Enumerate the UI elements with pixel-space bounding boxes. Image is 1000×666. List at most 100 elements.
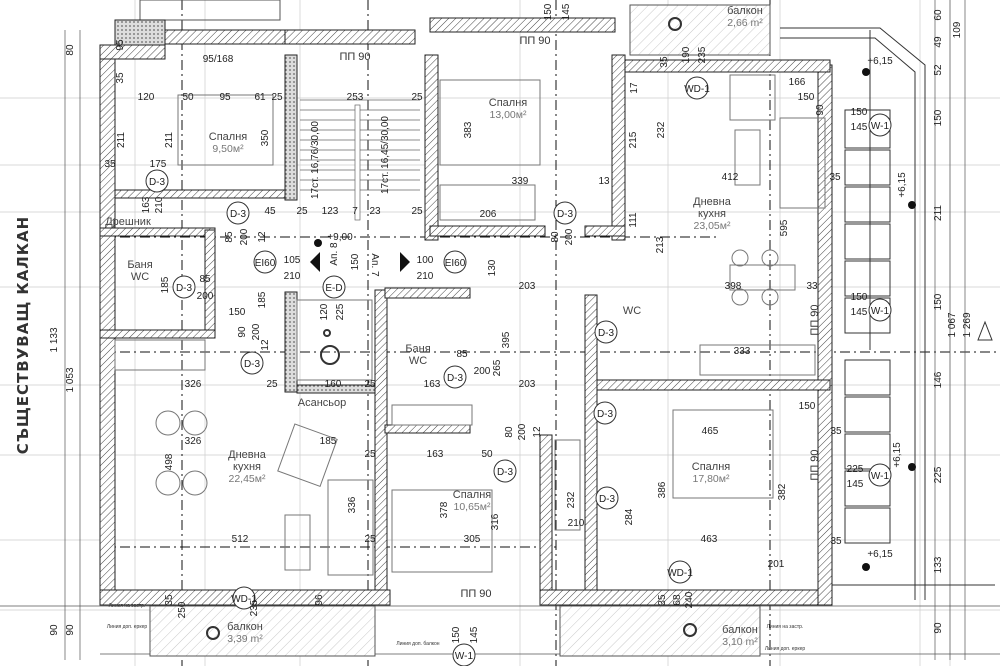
dimension-label: 35	[164, 594, 175, 606]
dimension-label: 17ст. 16,76/30,00	[310, 121, 321, 199]
dimension-label: 145	[561, 3, 572, 20]
annotation: Линия доп. балкон	[396, 641, 439, 647]
dimension-label: 13	[598, 176, 610, 187]
dimension-label: 163	[141, 196, 152, 213]
dimension-label: 200	[564, 228, 575, 245]
tag-circle	[595, 486, 619, 510]
annotation: ПП 90	[809, 449, 821, 480]
dimension-label: 120	[319, 303, 330, 320]
dimension-label: 210	[154, 196, 165, 213]
dimension-label: 395	[501, 331, 512, 348]
dimension-label: 150	[933, 293, 944, 310]
tag-circle	[253, 250, 277, 274]
dimension-label: 45	[264, 206, 276, 217]
tag-circle	[232, 586, 256, 610]
dimension-label: 150	[543, 3, 554, 20]
dimension-label: 85	[224, 231, 235, 243]
dimension-label: 25	[296, 206, 308, 217]
dimension-label: 150	[350, 253, 361, 270]
dimension-label: 339	[512, 176, 529, 187]
door-tag: D-3	[172, 275, 196, 299]
dimension-label: 512	[232, 534, 249, 545]
dimension-label: 200	[197, 291, 214, 302]
dimension-label: 33	[806, 281, 818, 292]
dimension-label: 333	[734, 346, 751, 357]
balconies	[139, 0, 771, 657]
dimension-label: 232	[566, 491, 577, 508]
dimension-label: 225	[847, 464, 864, 475]
room-area: 9,50м²	[212, 143, 244, 155]
dimension-label: 150	[851, 107, 868, 118]
door-tag: E-D	[322, 275, 346, 299]
door-tag-label: EI60	[445, 258, 466, 269]
dimension-label: 316	[490, 513, 501, 530]
tag-circle	[685, 76, 709, 100]
tag-circle	[668, 560, 692, 584]
annotation: Ап. 8	[329, 242, 340, 266]
dimension-label: 100	[417, 255, 434, 266]
annotation: Линия доп. еркер	[765, 646, 805, 652]
tag-circle	[443, 250, 467, 274]
room-name: WC	[409, 355, 427, 367]
annotation: ПП 90	[809, 304, 821, 335]
dimension-label: 146	[933, 371, 944, 388]
dimension-label: 23	[369, 206, 381, 217]
tag-circle	[868, 113, 892, 137]
dimension-label: 185	[257, 291, 268, 308]
dimension-label: 25	[411, 92, 423, 103]
dimension-label: 68	[672, 594, 683, 606]
tag-circle	[593, 401, 617, 425]
dimension-label: 150	[851, 292, 868, 303]
room-name: Дневна	[693, 196, 732, 208]
door-tag: WD-1	[684, 76, 710, 100]
parking-stripes	[780, 27, 995, 600]
dimension-label: 160	[325, 379, 342, 390]
dimension-label: 150	[451, 626, 462, 643]
dimension-label: 111	[628, 212, 639, 228]
door-tag: W-1	[452, 643, 476, 666]
dimension-label: 305	[464, 534, 481, 545]
door-tag-label: WD-1	[684, 84, 710, 95]
dimension-label: 150	[798, 92, 815, 103]
dimension-label: 25	[364, 534, 376, 545]
door-tag: EI60	[253, 250, 277, 274]
room-name: Спалня	[692, 461, 731, 473]
dimension-label: 52	[933, 64, 944, 76]
dimension-label: 35	[830, 536, 842, 547]
dimension-label: 253	[347, 92, 364, 103]
door-tag-label: D-3	[149, 177, 166, 188]
staircase	[300, 99, 420, 221]
dimension-label: 145	[469, 626, 480, 643]
dimension-label: 49	[933, 36, 944, 48]
wardrobe	[391, 404, 473, 426]
room-area: 22,45м²	[229, 473, 266, 485]
dimension-label: +6,15	[867, 56, 893, 67]
tag-circle	[553, 201, 577, 225]
room-name: Спалня	[209, 131, 248, 143]
dimension-label: 50	[182, 92, 194, 103]
dimension-label: +9,00	[327, 232, 353, 243]
dimension-label: 1 053	[65, 367, 76, 392]
dimension-label: 35	[104, 159, 116, 170]
dimension-label: 90	[65, 624, 76, 636]
dimension-label: 145	[847, 479, 864, 490]
room-name: кухня	[698, 208, 726, 220]
dining-table	[729, 264, 796, 291]
dimension-label: 61	[254, 92, 266, 103]
dimension-label: 96	[314, 594, 325, 606]
room-area: 3,10 m²	[722, 636, 758, 648]
dimension-label: 163	[427, 449, 444, 460]
annotation: Ап. 7	[369, 253, 380, 277]
door-tag-label: D-3	[597, 409, 614, 420]
room-name: балкон	[227, 621, 263, 633]
dimension-label: +6,15	[897, 172, 908, 198]
dimension-label: 145	[851, 307, 868, 318]
dimension-label: 265	[492, 359, 503, 376]
door-tag-label: W-1	[455, 651, 474, 662]
dimension-label: 35	[115, 72, 126, 84]
door-tag-label: D-3	[599, 494, 616, 505]
tag-circle	[452, 643, 476, 666]
dimension-label: 326	[185, 436, 202, 447]
dimension-label: 163	[424, 379, 441, 390]
